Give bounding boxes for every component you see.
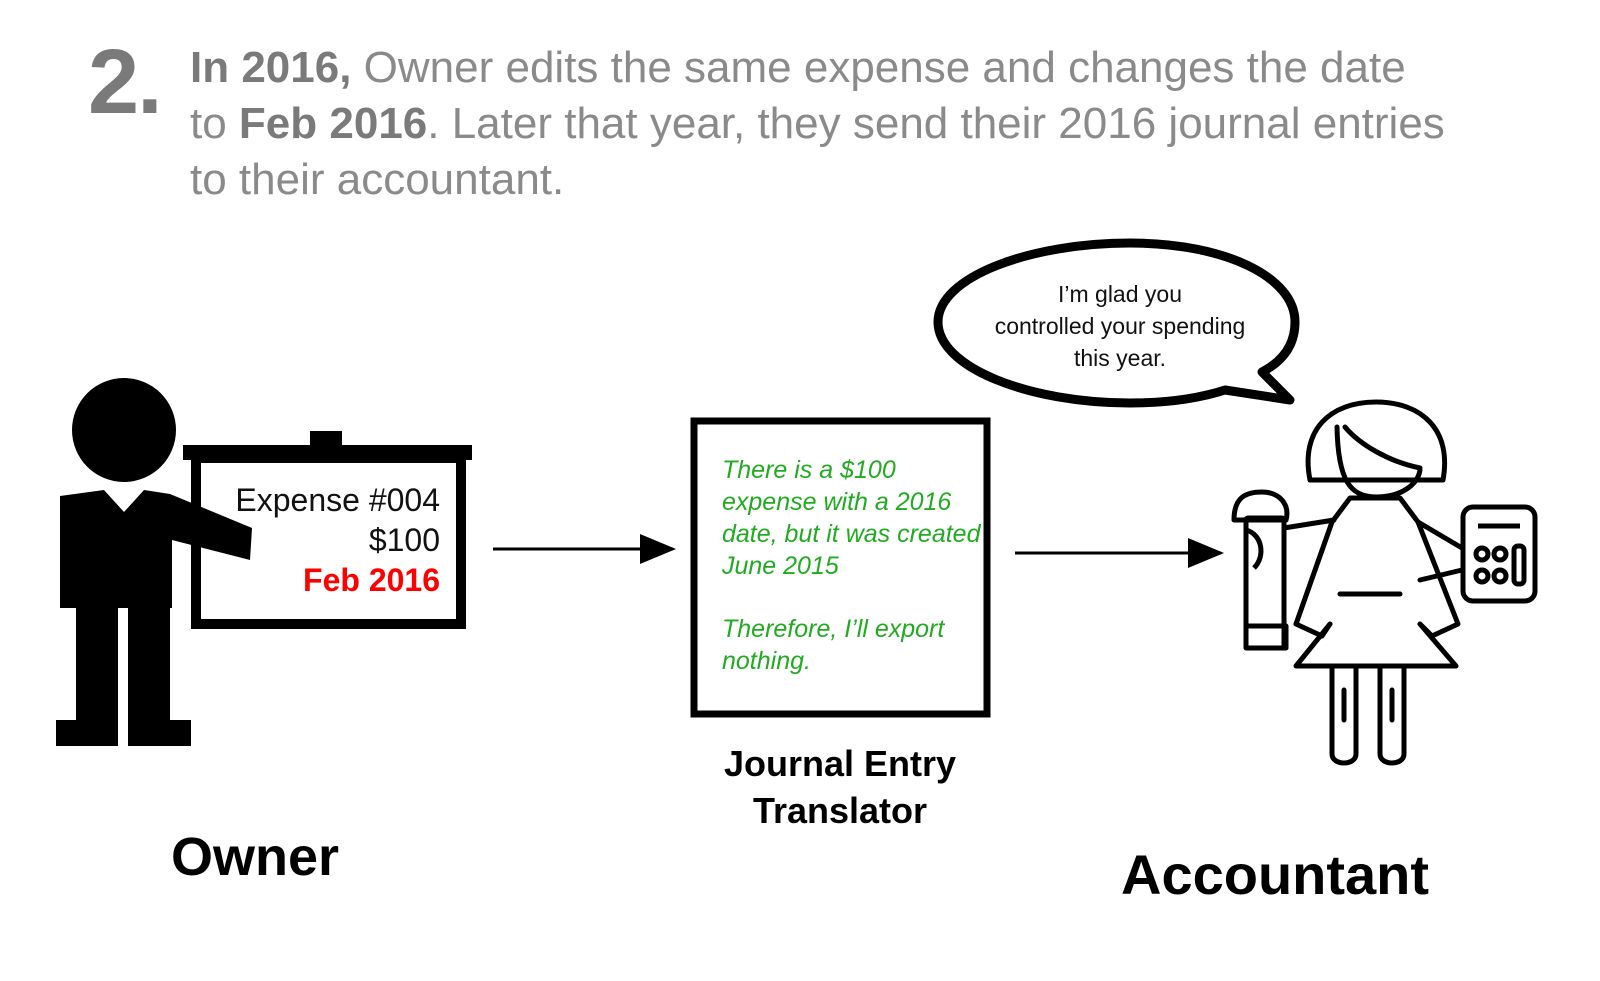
translator-message: There is a $100 expense with a 2016 date… [722, 454, 982, 708]
expense-id: Expense #004 [200, 480, 440, 520]
accountant-person-icon [1284, 402, 1462, 763]
translator-label-line-2: Translator [690, 787, 990, 834]
speech-line-1: I’m glad you [960, 278, 1280, 310]
speech-bubble-text: I’m glad you controlled your spending th… [960, 278, 1280, 374]
expense-amount: $100 [200, 520, 440, 560]
expense-board-text: Expense #004 $100 Feb 2016 [200, 480, 440, 600]
accountant-label: Accountant [1090, 842, 1460, 907]
translator-label-line-1: Journal Entry [690, 740, 990, 787]
translator-paragraph-1: There is a $100 expense with a 2016 date… [722, 454, 982, 582]
translator-paragraph-2: Therefore, I’ll export nothing. [722, 613, 982, 677]
speech-line-2: controlled your spending [960, 310, 1280, 342]
calculator-icon [1463, 507, 1535, 601]
translator-label: Journal Entry Translator [690, 740, 990, 834]
speech-line-3: this year. [960, 342, 1280, 374]
expense-date: Feb 2016 [200, 560, 440, 600]
scroll-icon [1234, 492, 1287, 648]
owner-label: Owner [140, 826, 370, 888]
